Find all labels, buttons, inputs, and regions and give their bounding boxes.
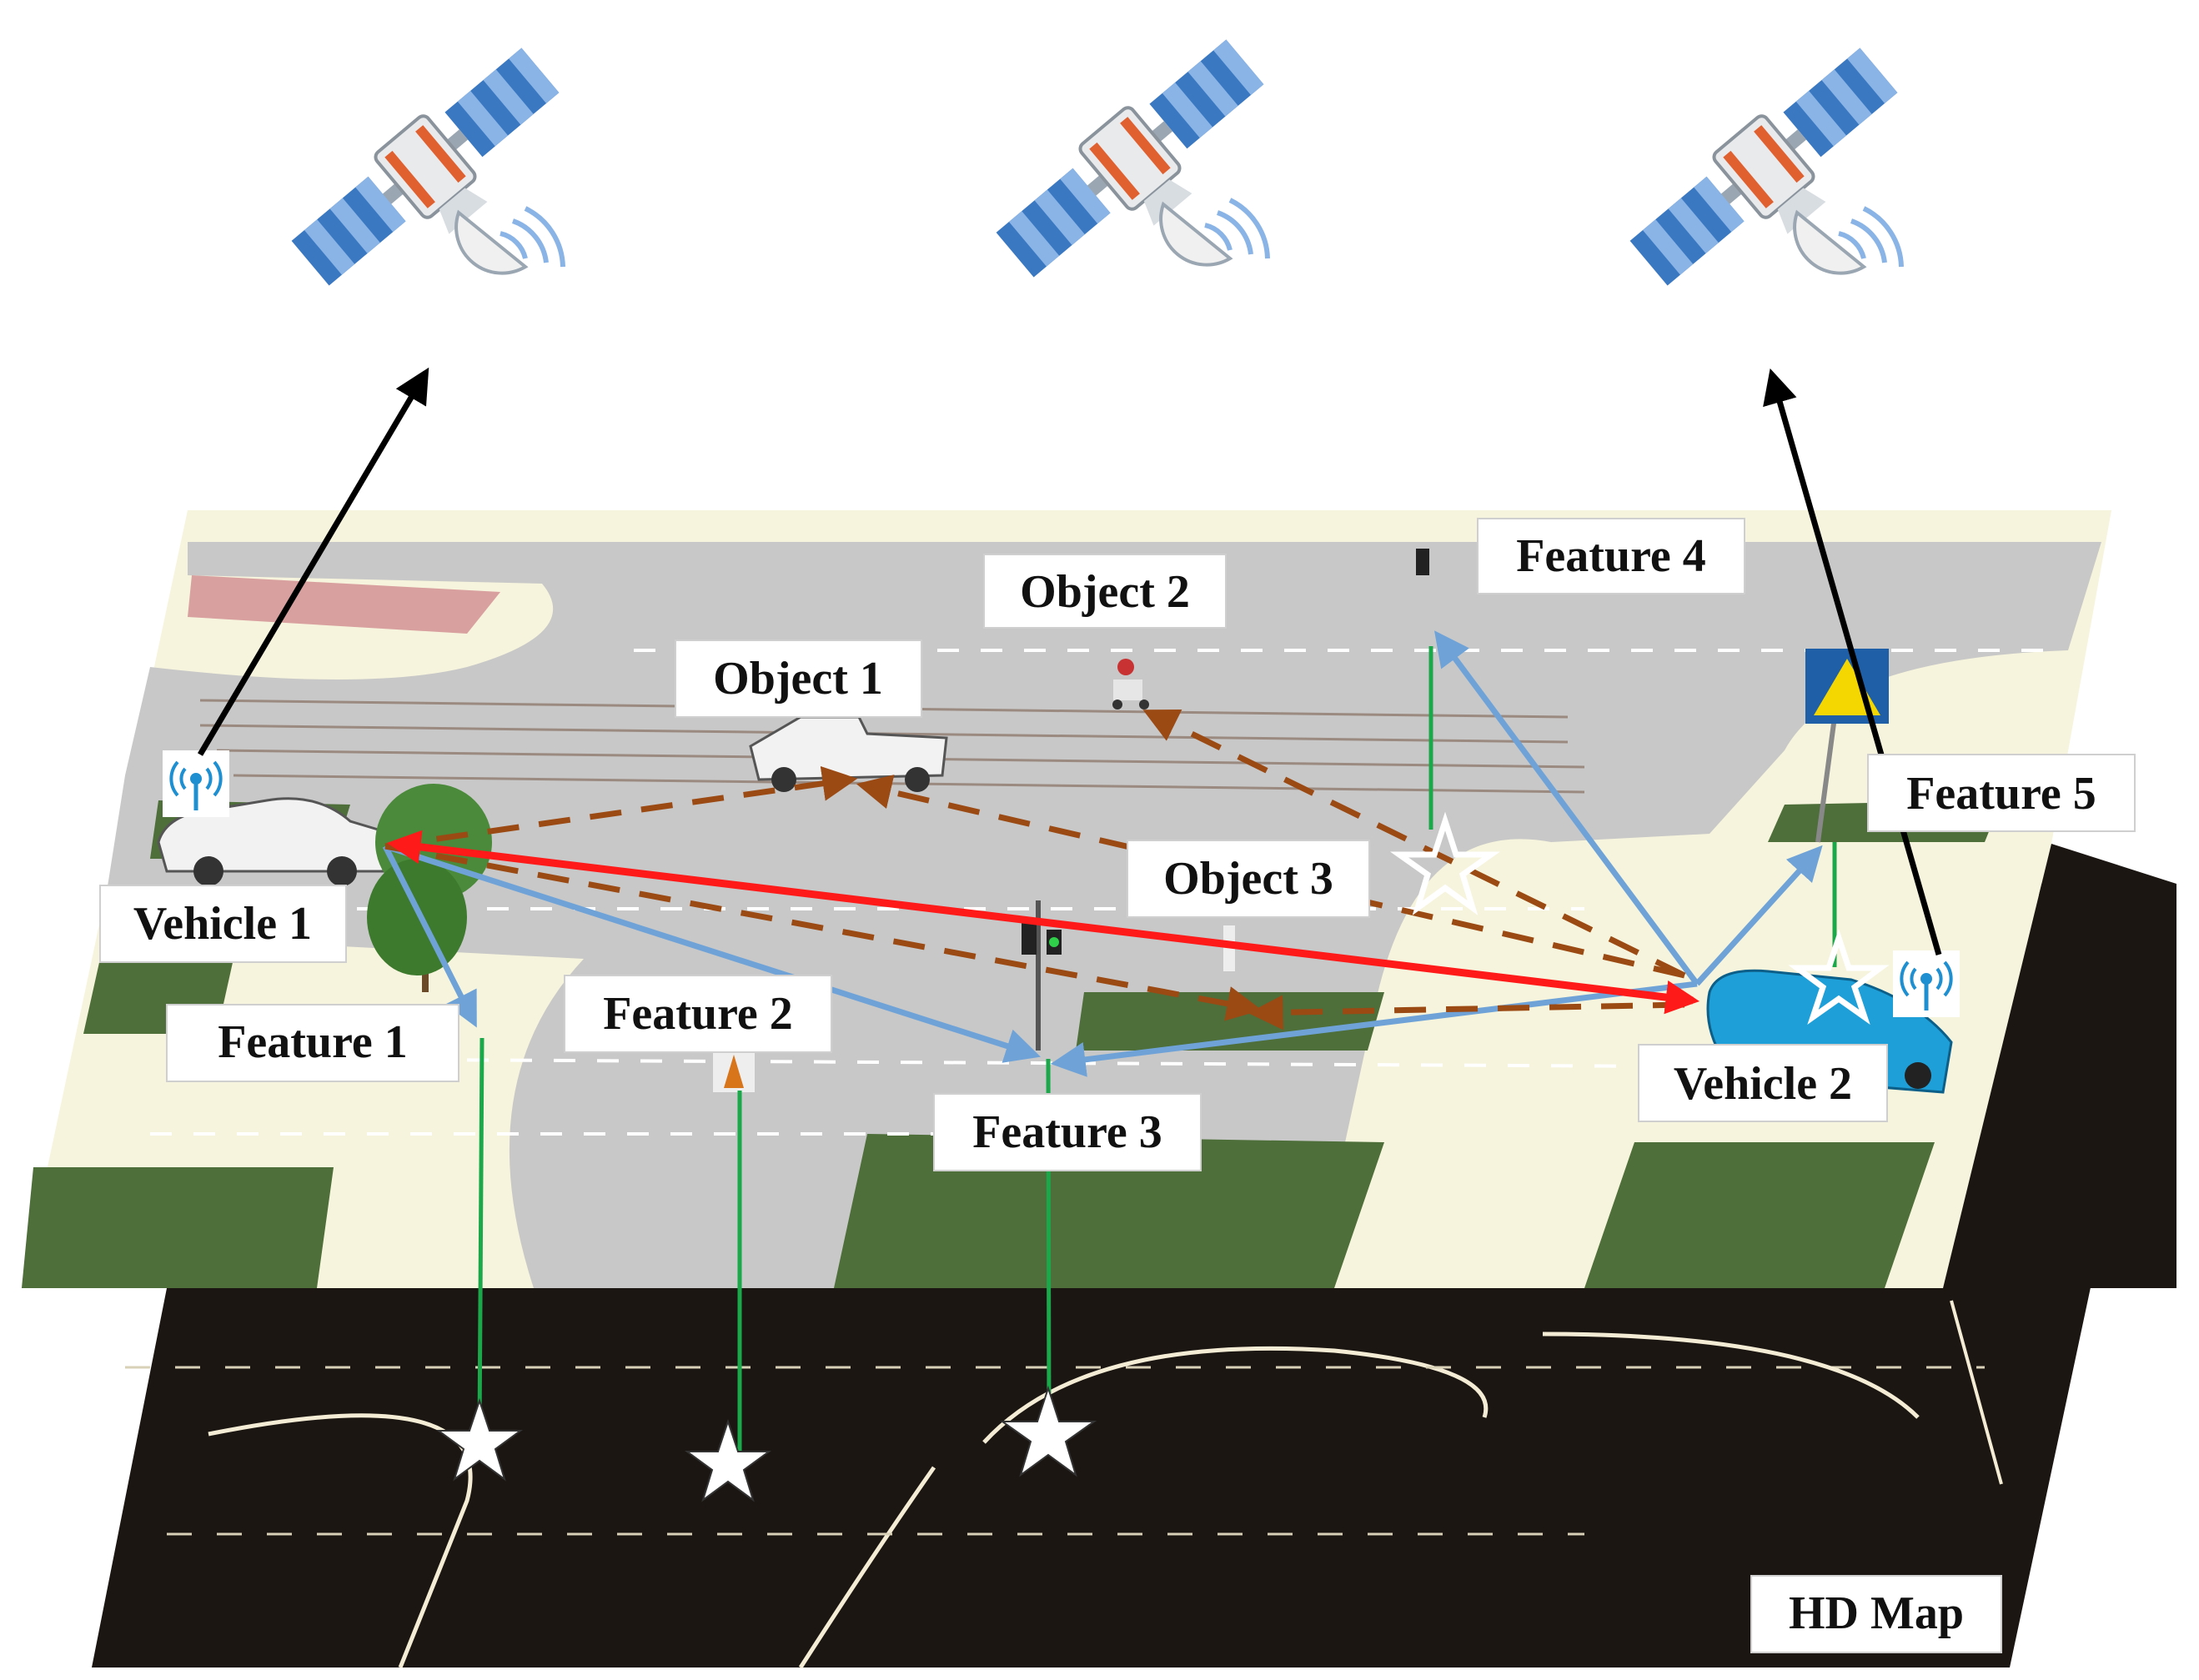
satellite-icon [988,30,1288,306]
star-icon [999,1385,1097,1477]
star-icon [435,1397,524,1482]
gnss-link-vehicle-1 [197,367,429,756]
svg-text:HD Map: HD Map [1789,1587,1964,1639]
star-icon [684,1418,772,1502]
antenna-icon [163,750,229,817]
label-feature-3: Feature 3 [933,1093,1202,1171]
label-feature-4: Feature 4 [1477,518,1745,594]
gnss-link-vehicle-2 [1763,368,1942,955]
label-hd-map: HD Map [1750,1575,2002,1653]
satellite-icon [284,38,583,314]
svg-text:Feature 4: Feature 4 [1516,530,1706,582]
star-icon [1389,811,1501,915]
traffic-light-icon [1416,549,1429,575]
svg-text:Vehicle 1: Vehicle 1 [133,898,312,950]
svg-text:Feature 2: Feature 2 [603,988,793,1040]
svg-text:Vehicle 2: Vehicle 2 [1674,1058,1852,1110]
svg-text:Feature 3: Feature 3 [972,1106,1162,1158]
label-object-1: Object 1 [675,639,922,718]
svg-text:Feature 5: Feature 5 [1906,768,2096,820]
label-object-2: Object 2 [983,554,1227,629]
svg-text:Object 2: Object 2 [1020,566,1190,618]
v2v-link [386,830,1700,1015]
motorcycle-icon [1112,659,1149,710]
label-object-3: Object 3 [1127,840,1370,918]
svg-text:Feature 1: Feature 1 [218,1016,408,1068]
satellite-icon [1622,38,1921,314]
label-feature-2: Feature 2 [564,975,832,1053]
label-feature-1: Feature 1 [166,1004,459,1082]
svg-text:Object 1: Object 1 [713,653,883,705]
svg-text:Object 3: Object 3 [1163,853,1333,905]
star-icon [1788,928,1890,1026]
label-vehicle-2: Vehicle 2 [1638,1044,1888,1122]
antenna-icon [1893,950,1960,1017]
label-feature-5: Feature 5 [1867,754,2136,832]
label-vehicle-1: Vehicle 1 [99,885,347,963]
